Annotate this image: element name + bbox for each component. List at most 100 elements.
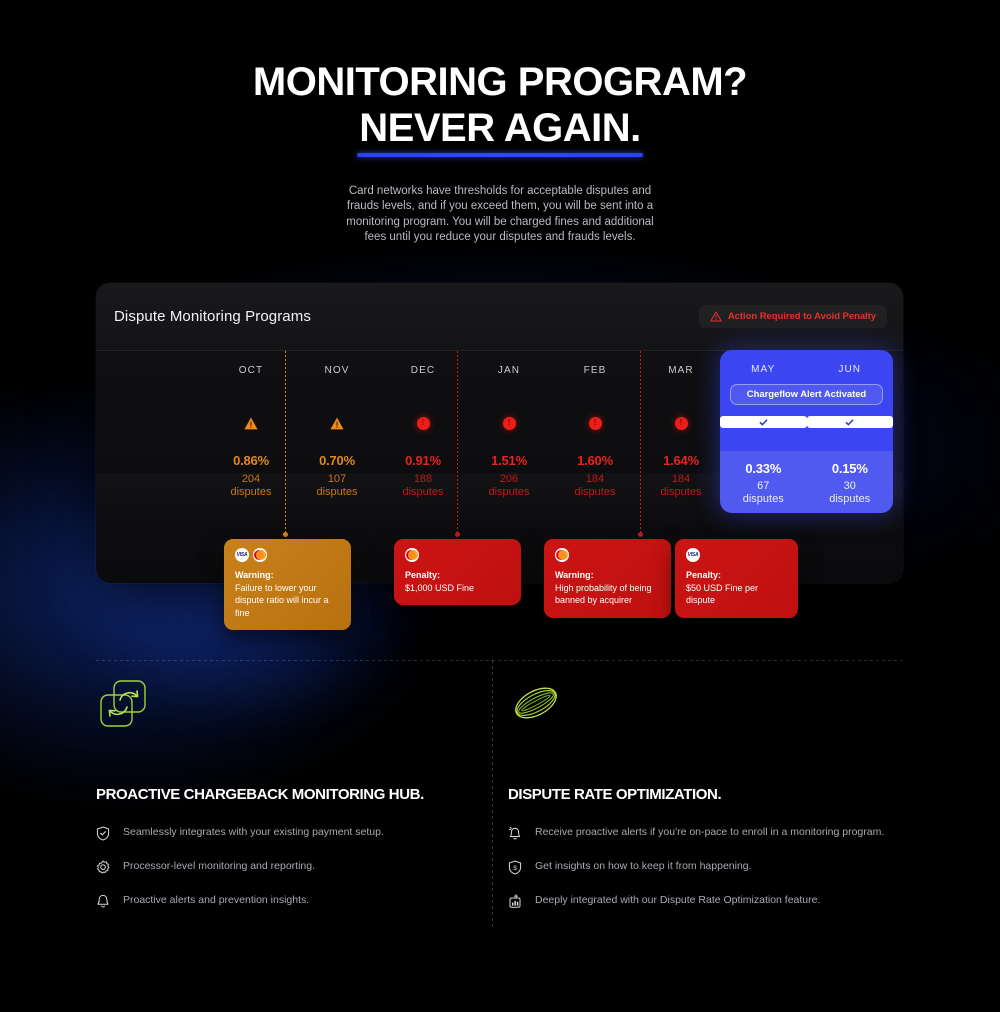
visa-icon: VISA xyxy=(686,548,700,562)
month-label: DEC xyxy=(410,365,436,376)
list-item-text: Processor-level monitoring and reporting… xyxy=(123,860,316,872)
dispute-rate-value: 1.60% xyxy=(577,453,613,468)
month-label-may: MAY xyxy=(751,364,776,375)
features-section: PROACTIVE CHARGEBACK MONITORING HUB. Sea… xyxy=(96,660,903,928)
feature-title: DISPUTE RATE OPTIMIZATION. xyxy=(508,786,722,803)
mastercard-icon xyxy=(253,548,267,562)
card-brand-logos xyxy=(405,548,510,562)
dispute-rate-value: 1.64% xyxy=(663,453,699,468)
list-item: Proactive alerts and prevention insights… xyxy=(96,893,481,914)
mastercard-icon xyxy=(405,548,419,562)
list-item-text: Receive proactive alerts if you're on-pa… xyxy=(535,826,885,838)
sync-squares-icon xyxy=(96,678,481,730)
status-icon-slot: ! xyxy=(552,415,638,431)
callout-label: Penalty: xyxy=(686,570,722,580)
callout-text: High probability of being banned by acqu… xyxy=(555,582,652,606)
dispute-rate-value: 1.51% xyxy=(491,453,527,468)
dispute-count-number: 107 xyxy=(327,473,347,485)
alert-dot-icon: ! xyxy=(502,416,516,430)
list-item-text: Deeply integrated with our Dispute Rate … xyxy=(535,894,821,906)
checkbox-cell-may xyxy=(720,416,807,428)
callout-label: Warning: xyxy=(555,570,594,580)
page-title-line-2: NEVER AGAIN. xyxy=(359,106,641,150)
dispute-count-number: 204 xyxy=(241,473,261,485)
card-brand-logos xyxy=(555,548,660,562)
dispute-count-unit: disputes xyxy=(742,492,784,505)
page-title-line-1: MONITORING PROGRAM? xyxy=(252,60,748,104)
warning-triangle-icon xyxy=(244,417,258,429)
callout-text: $50 USD Fine per dispute xyxy=(686,582,759,606)
list-item: Receive proactive alerts if you're on-pa… xyxy=(508,825,893,846)
feature-column-dispute-rate-optimization: DISPUTE RATE OPTIMIZATION. Receive proac… xyxy=(508,660,893,927)
month-label: MAR xyxy=(668,365,694,376)
month-label: NOV xyxy=(324,365,350,376)
gear-icon xyxy=(96,859,111,880)
title-underline-accent xyxy=(357,153,643,157)
features-column-divider xyxy=(492,660,493,928)
hero-section: MONITORING PROGRAM? NEVER AGAIN. Card ne… xyxy=(0,62,1000,245)
card-brand-logos: VISA xyxy=(235,548,340,562)
checkbox-may[interactable] xyxy=(720,416,807,428)
threshold-divider-red-1 xyxy=(455,351,460,537)
dispute-rate-value: 0.70% xyxy=(319,453,355,468)
month-label: JAN xyxy=(497,365,521,376)
status-icon-slot xyxy=(294,415,380,431)
feature-list: Seamlessly integrates with your existing… xyxy=(96,825,481,914)
threshold-divider-red-2 xyxy=(638,351,643,537)
dispute-count-number: 188 xyxy=(413,473,433,485)
callout-label: Warning: xyxy=(235,570,274,580)
dispute-count-unit: disputes xyxy=(574,485,616,498)
dispute-rate-value: 0.33% xyxy=(745,461,782,476)
svg-text:$: $ xyxy=(513,865,517,872)
dispute-count-number: 184 xyxy=(671,473,691,485)
dispute-rate-value: 0.91% xyxy=(405,453,441,468)
alert-dot-icon: ! xyxy=(416,416,430,430)
callout-label: Penalty: xyxy=(405,570,441,580)
dispute-count-number: 67 xyxy=(757,480,770,492)
callout-card-penalty-mc[interactable]: Penalty: $1,000 USD Fine xyxy=(394,539,521,606)
threshold-divider-amber xyxy=(283,351,288,537)
callout-card-penalty-visa[interactable]: VISA Penalty: $50 USD Fine per dispute xyxy=(675,539,798,618)
callout-card-warning-mc[interactable]: Warning: High probability of being banne… xyxy=(544,539,671,618)
dispute-count-unit: disputes xyxy=(660,485,702,498)
warning-triangle-icon xyxy=(710,311,722,322)
features-top-divider xyxy=(96,660,903,661)
warning-triangle-icon xyxy=(330,417,344,429)
dispute-rate-value: 0.86% xyxy=(233,453,269,468)
feature-column-monitoring-hub: PROACTIVE CHARGEBACK MONITORING HUB. Sea… xyxy=(96,660,481,927)
bell-icon xyxy=(96,893,111,914)
checkbox-jun[interactable] xyxy=(806,416,893,428)
status-icon-slot xyxy=(208,415,294,431)
dispute-count-unit: disputes xyxy=(488,485,530,498)
bar-chart-plus-icon xyxy=(508,893,523,914)
panel-title: Dispute Monitoring Programs xyxy=(114,308,311,325)
status-badge[interactable]: Action Required to Avoid Penalty xyxy=(698,305,887,328)
list-item: $ Get insights on how to keep it from ha… xyxy=(508,859,893,880)
list-item-text: Get insights on how to keep it from happ… xyxy=(535,860,752,872)
chargeflow-alert-chip-label: Chargeflow Alert Activated xyxy=(746,389,867,400)
chargeflow-highlight-block[interactable]: MAY JUN Chargeflow Alert Activated xyxy=(720,350,893,513)
dispute-count-unit: disputes xyxy=(316,485,358,498)
dispute-count-number: 206 xyxy=(499,473,519,485)
status-badge-label: Action Required to Avoid Penalty xyxy=(727,311,876,322)
status-icon-slot: ! xyxy=(466,415,552,431)
callout-card-warning-visa-mc[interactable]: VISA Warning: Failure to lower your disp… xyxy=(224,539,351,631)
chargeflow-alert-chip[interactable]: Chargeflow Alert Activated xyxy=(730,384,883,405)
mastercard-icon xyxy=(555,548,569,562)
visa-icon: VISA xyxy=(235,548,249,562)
